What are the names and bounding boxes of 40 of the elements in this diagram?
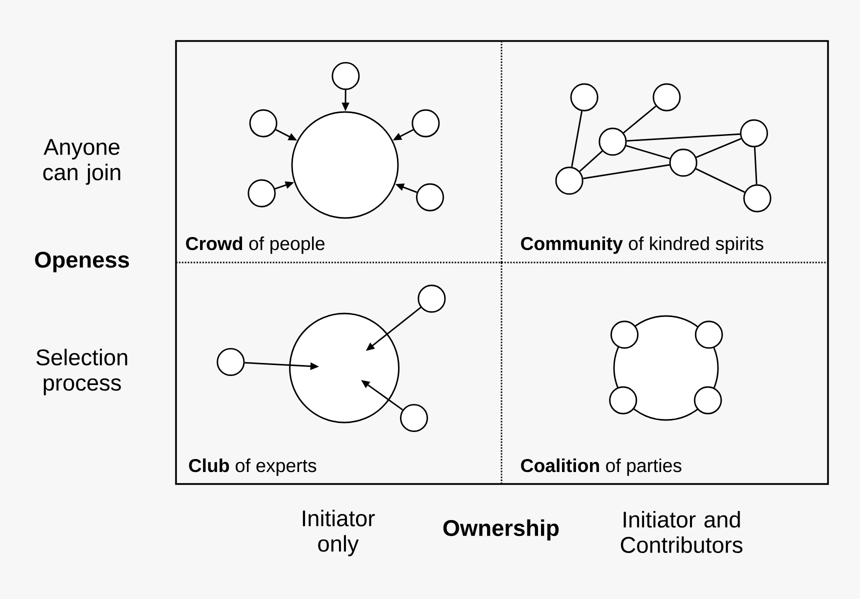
small-circle [652,83,681,112]
small-circle [418,284,446,313]
connector-line [623,106,656,134]
axis-label: Initiator and Contributors [620,511,742,553]
small-circle [669,148,698,177]
connector-line [626,145,670,160]
axis-title: Ownership [443,519,559,541]
small-circle [416,183,444,212]
large-circle [289,312,400,424]
small-circle [248,179,276,208]
small-circle [740,119,768,148]
small-circle [598,128,627,156]
small-circle [216,348,245,376]
matrix-quadrant: Club of experts [175,262,502,485]
large-circle [291,111,399,219]
connector-line [696,138,742,158]
axis-label: Selection process [36,348,128,396]
connector-line [583,164,670,180]
small-circle [400,404,428,432]
axis-label: Anyone can join [43,139,120,185]
small-circle [570,83,598,112]
axis-label: Initiator only [302,510,375,556]
connector-line [696,168,745,193]
matrix-quadrant: Coalition of parties [502,262,829,485]
connector-line [626,133,740,142]
matrix-quadrant: Crowd of people [175,40,502,264]
small-circle [743,184,772,212]
axis-title: Openess [35,252,129,272]
connector-line [579,150,603,172]
small-circle [332,62,360,90]
small-circle [555,166,584,195]
connector-line [754,147,758,184]
small-circle [412,109,440,138]
small-circle [249,109,278,138]
small-circle [610,320,639,349]
small-circle [694,386,722,414]
matrix-quadrant: Community of kindred spirits [502,40,829,264]
connector-line [571,110,583,168]
small-circle [609,386,638,414]
small-circle [694,320,723,349]
